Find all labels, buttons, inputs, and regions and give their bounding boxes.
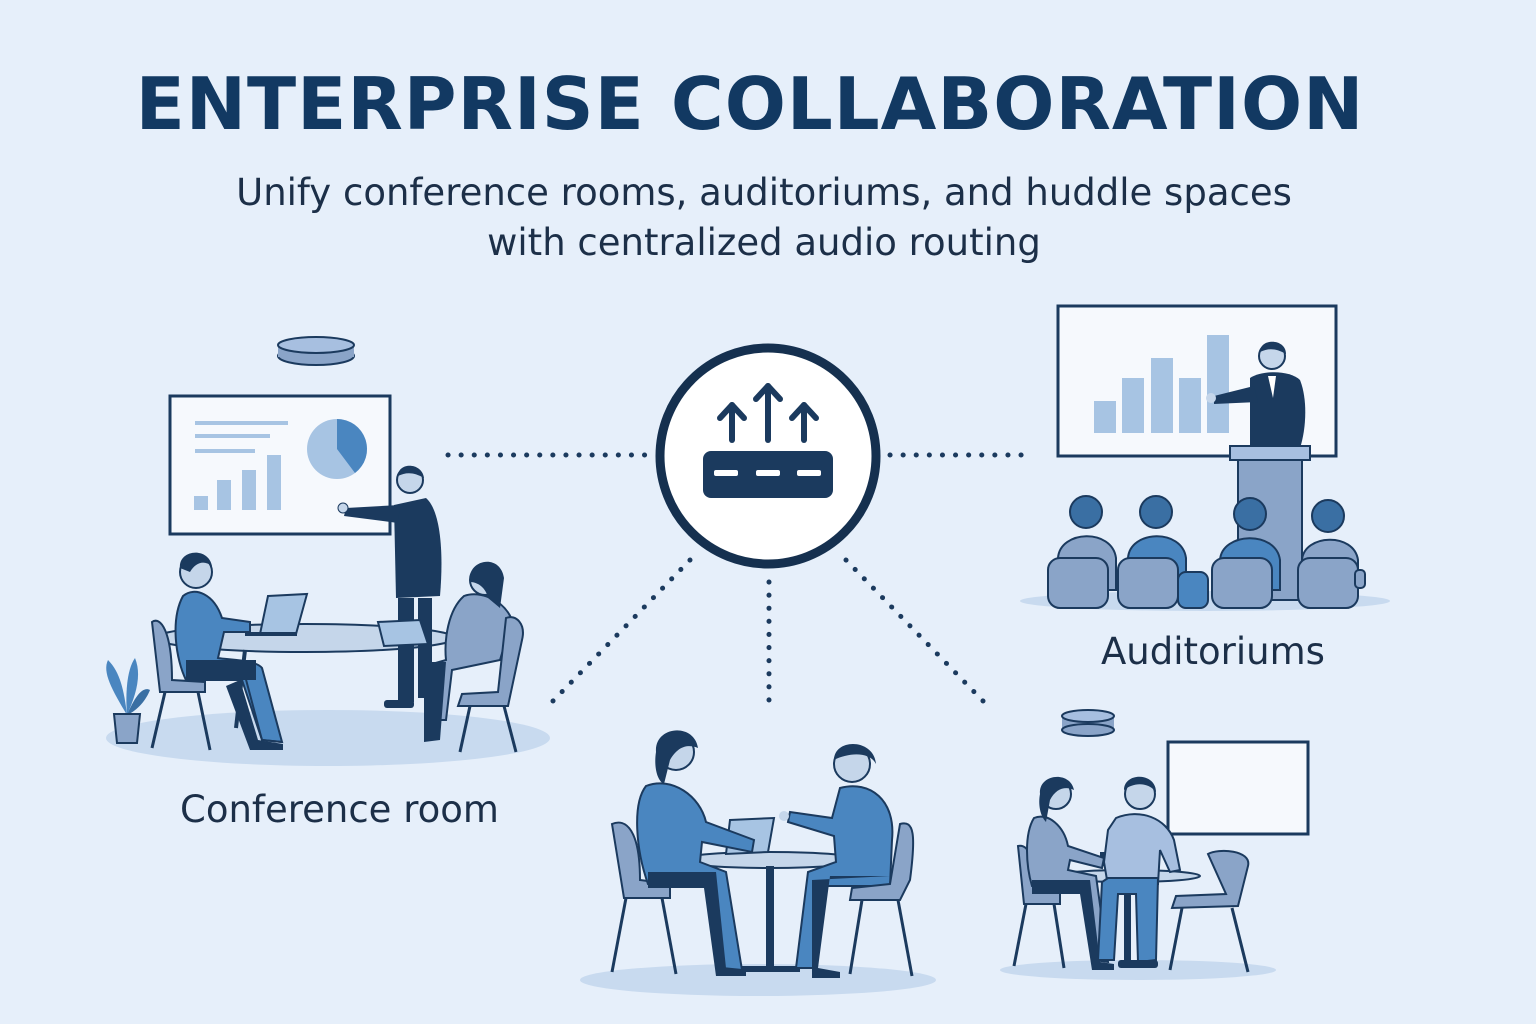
person-seated-right [376,561,514,742]
link-conference-lower [549,557,693,705]
page-subtitle: Unify conference rooms, auditoriums, and… [0,168,1528,268]
connection-lines [445,452,1031,709]
conference-room-scene [106,336,550,766]
person-seated-left [174,552,284,750]
audio-router-icon [655,343,881,569]
ceiling-microphone-icon [1061,709,1115,737]
person-huddle-left [636,730,756,976]
subtitle-line-2: with centralized audio routing [487,221,1041,264]
auditoriums-label: Auditoriums [1101,630,1325,673]
person-huddle-right-right [1096,776,1182,968]
link-huddle-right [843,557,987,705]
page-title: ENTERPRISE COLLABORATION [135,62,1365,146]
subtitle-line-1: Unify conference rooms, auditoriums, and… [236,171,1292,214]
auditorium-scene [1020,304,1390,611]
person-speaker [1206,341,1306,448]
conference-room-label: Conference room [180,788,499,831]
ceiling-microphone-icon [277,336,355,366]
huddle-scene-center [580,730,936,996]
huddle-scene-right [1000,709,1310,980]
person-huddle-right-left [1026,776,1114,970]
plant-icon [106,658,150,744]
audience [1047,495,1366,609]
person-huddle-right [779,743,894,978]
